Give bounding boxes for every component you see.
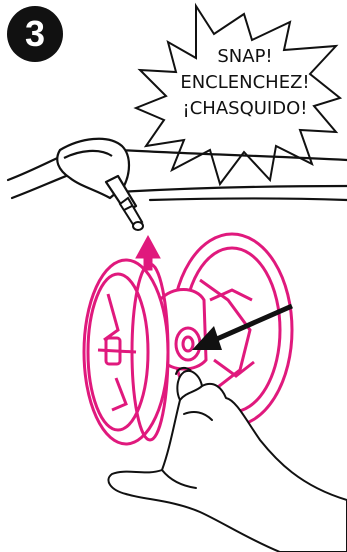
axle-pin — [120, 198, 143, 230]
callout-line-3: ¡CHASQUIDO! — [150, 96, 340, 122]
step-number-badge: 3 — [7, 6, 63, 62]
callout-text: SNAP! ENCLENCHEZ! ¡CHASQUIDO! — [150, 44, 340, 122]
callout-line-1: SNAP! — [150, 44, 340, 70]
callout-line-2: ENCLENCHEZ! — [150, 70, 340, 96]
front-wheel — [84, 260, 168, 444]
